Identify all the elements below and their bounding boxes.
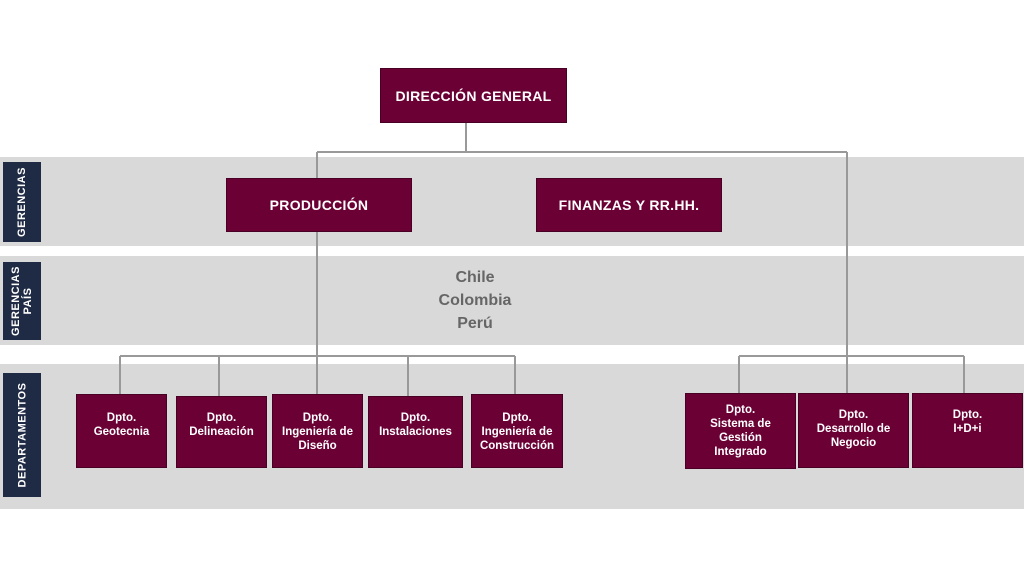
finanzas-label: FINANZAS Y RR.HH.: [558, 197, 700, 213]
dept-ingenieria-construccion-label: Dpto. Ingeniería de Construcción: [479, 412, 555, 452]
dept-desarrollo-negocio-label: Dpto. Desarrollo de Negocio: [816, 409, 891, 449]
country-list: Chile Colombia Perú: [400, 266, 550, 335]
country-peru: Perú: [457, 315, 493, 332]
dept-sistema-gestion-label: Dpto. Sistema de Gestión Integrado: [710, 404, 771, 458]
produccion-label: PRODUCCIÓN: [269, 197, 369, 213]
dept-idi-label: Dpto. I+D+i: [952, 409, 983, 435]
gerencias-tab: GERENCIAS: [3, 162, 41, 242]
dept-ingenieria-construccion-box: Dpto. Ingeniería de Construcción: [471, 394, 563, 468]
dept-instalaciones-label: Dpto. Instalaciones: [379, 412, 452, 438]
finanzas-box: FINANZAS Y RR.HH.: [536, 178, 722, 232]
dept-sistema-gestion-box: Dpto. Sistema de Gestión Integrado: [685, 393, 796, 469]
dept-instalaciones-box: Dpto. Instalaciones: [368, 396, 463, 468]
dept-idi-box: Dpto. I+D+i: [912, 393, 1023, 468]
dept-ingenieria-diseno-label: Dpto. Ingeniería de Diseño: [282, 412, 353, 452]
departamentos-tab: DEPARTAMENTOS: [3, 373, 41, 497]
dept-delineacion-label: Dpto. Delineación: [189, 412, 254, 438]
gerencias-pais-tab: GERENCIAS PAÍS: [3, 262, 41, 340]
direccion-general-label: DIRECCIÓN GENERAL: [395, 87, 552, 104]
direccion-general-box: DIRECCIÓN GENERAL: [380, 68, 567, 123]
produccion-box: PRODUCCIÓN: [226, 178, 412, 232]
dept-geotecnia-label: Dpto. Geotecnia: [93, 412, 150, 438]
gerencias-band: [0, 157, 1024, 246]
country-chile: Chile: [455, 269, 495, 286]
dept-desarrollo-negocio-box: Dpto. Desarrollo de Negocio: [798, 393, 909, 468]
gerencias-pais-band: [0, 256, 1024, 345]
dept-geotecnia-box: Dpto. Geotecnia: [76, 394, 167, 468]
dept-ingenieria-diseno-box: Dpto. Ingeniería de Diseño: [272, 394, 363, 468]
dept-delineacion-box: Dpto. Delineación: [176, 396, 267, 468]
country-colombia: Colombia: [438, 292, 512, 309]
